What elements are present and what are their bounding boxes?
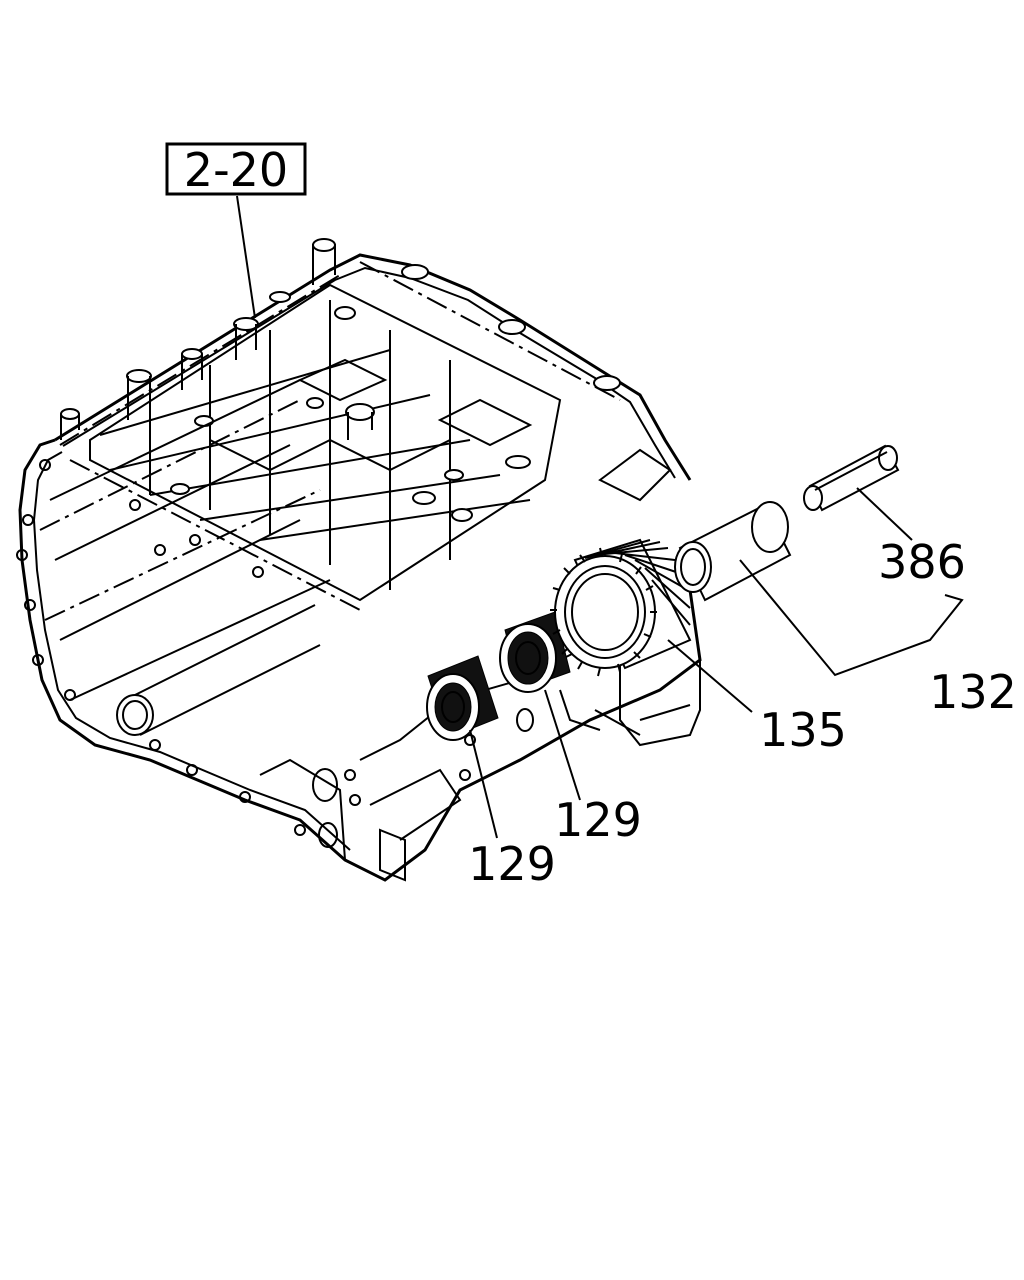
transmission-case — [16, 238, 702, 882]
needle-bearing-lower[interactable] — [426, 655, 499, 741]
reference-box-label: 2-20 — [184, 143, 288, 197]
reference-leader-line — [236, 195, 256, 319]
leader-135 — [667, 639, 753, 713]
gear[interactable] — [550, 538, 692, 677]
leader-129-lower — [469, 729, 498, 839]
needle-bearing-upper[interactable] — [499, 611, 571, 693]
pin[interactable] — [803, 444, 900, 512]
callout-129-lower[interactable]: 129 — [468, 837, 556, 891]
leader-132 — [739, 559, 964, 677]
leader-386 — [856, 487, 913, 541]
reference-box[interactable]: 2-20 — [165, 142, 307, 197]
leader-129-upper — [544, 689, 581, 801]
callout-386[interactable]: 386 — [878, 535, 966, 589]
callout-132[interactable]: 132 — [929, 665, 1017, 719]
callout-135[interactable]: 135 — [759, 703, 847, 757]
shaft[interactable] — [674, 501, 792, 602]
callout-129-upper[interactable]: 129 — [554, 793, 642, 847]
